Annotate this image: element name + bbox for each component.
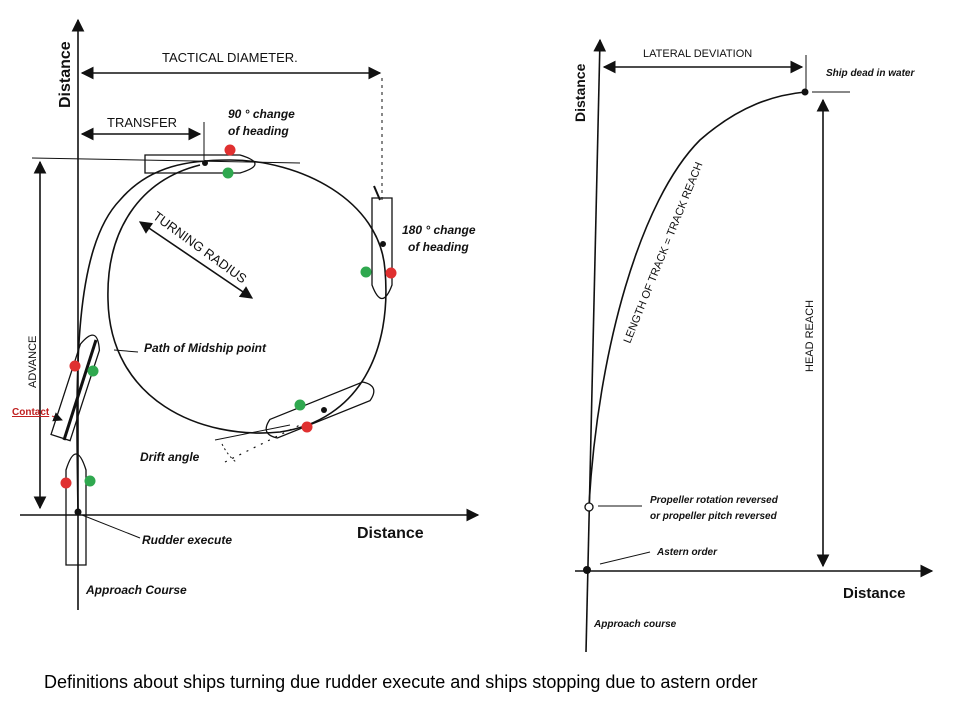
astern-order-label: Astern order xyxy=(656,547,718,558)
head-reach-label: HEAD REACH xyxy=(804,300,816,372)
change-90-label-2: of heading xyxy=(228,124,289,138)
stopping-diagram xyxy=(575,38,934,653)
contact-arrow xyxy=(51,412,63,422)
left-x-axis-label: Distance xyxy=(357,525,424,542)
right-y-axis-label: Distance xyxy=(572,63,588,122)
lateral-deviation-label: LATERAL DEVIATION xyxy=(643,48,752,60)
ship-contact xyxy=(50,334,101,442)
red-marker-contact xyxy=(69,360,81,372)
ship-start xyxy=(65,453,87,566)
track-reach-curve xyxy=(588,91,806,506)
midship-dot-start xyxy=(74,508,82,516)
change-90-label-1: 90 ° change xyxy=(228,107,295,121)
ship-180 xyxy=(371,197,393,300)
rudder-execute-label: Rudder execute xyxy=(142,533,232,547)
ship-90 xyxy=(144,154,256,174)
red-marker-start xyxy=(60,477,72,489)
figure-caption: Definitions about ships turning due rudd… xyxy=(44,672,758,692)
right-x-axis-label: Distance xyxy=(843,585,906,602)
propeller-label-2: or propeller pitch reversed xyxy=(650,511,778,522)
contact-label: Contact xyxy=(12,407,50,418)
path-label-leader xyxy=(113,349,139,353)
right-y-axis xyxy=(585,38,607,653)
green-marker-drift xyxy=(294,399,306,411)
turning-circle-diagram xyxy=(20,18,480,610)
drift-angle-dotted xyxy=(224,424,301,463)
drift-angle-arc xyxy=(221,443,237,463)
green-marker-start xyxy=(84,475,96,487)
left-approach-course-label: Approach Course xyxy=(85,583,187,597)
ship-dead-label: Ship dead in water xyxy=(826,68,915,79)
red-marker-drift xyxy=(301,421,313,433)
midship-path-curve xyxy=(76,159,387,513)
contact-heavy-line xyxy=(62,339,98,441)
advance-label: ADVANCE xyxy=(27,336,39,388)
green-marker-contact xyxy=(87,365,99,377)
propeller-label-1: Propeller rotation reversed xyxy=(650,495,779,506)
path-midship-label: Path of Midship point xyxy=(144,341,267,355)
drift-angle-line xyxy=(214,424,291,441)
tactical-diameter-label: TACTICAL DIAMETER. xyxy=(162,50,298,65)
turning-radius-label: TURNING RADIUS xyxy=(150,208,250,286)
green-marker-180 xyxy=(360,266,372,278)
red-marker-180 xyxy=(385,267,397,279)
green-marker-90 xyxy=(222,167,234,179)
left-y-axis-label: Distance xyxy=(57,41,74,108)
drift-angle-label: Drift angle xyxy=(140,450,200,464)
ship-180-bow-mark xyxy=(373,185,381,201)
ship-drift xyxy=(265,381,375,439)
change-180-label-2: of heading xyxy=(408,240,469,254)
transfer-label: TRANSFER xyxy=(107,115,177,130)
change-180-label-1: 180 ° change xyxy=(402,223,476,237)
midship-dot-180 xyxy=(380,241,386,247)
ship-dead-dot xyxy=(801,88,809,96)
astern-order-leader xyxy=(599,551,651,565)
position-markers xyxy=(60,144,397,489)
midship-dot-drift xyxy=(321,407,327,413)
red-marker-90 xyxy=(224,144,236,156)
turning-radius-arrow xyxy=(138,221,254,299)
track-reach-label: LENGTH OF TRACK = TRACK REACH xyxy=(622,160,706,345)
astern-order-dot xyxy=(583,566,591,574)
rudder-execute-leader xyxy=(81,514,141,539)
right-approach-course-label: Approach course xyxy=(593,619,677,630)
propeller-reversed-dot xyxy=(584,502,594,512)
midship-dot-90 xyxy=(202,160,208,166)
